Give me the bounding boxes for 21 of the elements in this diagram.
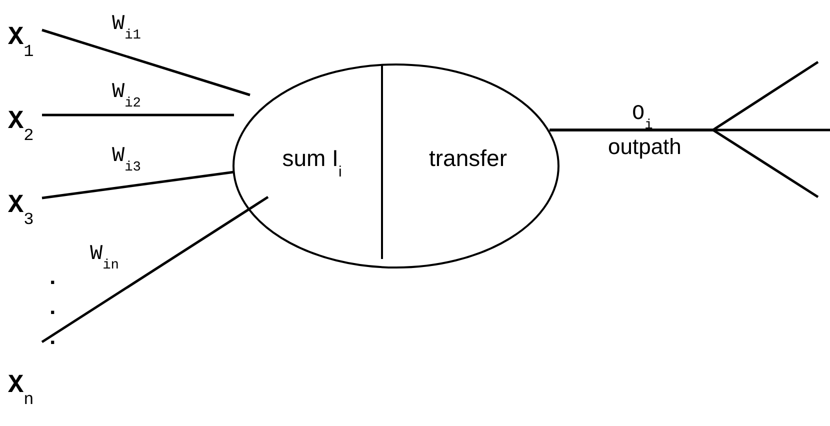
connector-line — [42, 170, 234, 200]
weight-label: W$_{i2}$ — [112, 82, 141, 114]
sum-label: sum I$_{i}$ — [281, 145, 343, 180]
ellipsis-dot: . — [46, 298, 60, 320]
outpath-label: outpath — [608, 136, 682, 158]
connector-line — [42, 114, 234, 116]
connector-line — [550, 128, 819, 198]
weight-label: W$_{in}$ — [90, 244, 119, 276]
transfer-label: transfer — [428, 145, 508, 172]
connector-line — [41, 196, 269, 344]
input-label: X$_{n}$ — [8, 372, 34, 412]
input-label: X$_{3}$ — [8, 192, 34, 232]
weight-label: W$_{i3}$ — [112, 146, 141, 178]
ellipsis-dot: . — [46, 328, 60, 350]
ellipsis-dot: . — [46, 268, 60, 290]
weight-label: O$_{i}$ — [632, 104, 653, 136]
input-label: X$_{1}$ — [8, 24, 34, 64]
input-label: X$_{2}$ — [8, 108, 34, 148]
connector-line — [42, 28, 250, 96]
neuron-ellipse — [232, 63, 560, 269]
weight-label: W$_{i1}$ — [112, 14, 141, 46]
